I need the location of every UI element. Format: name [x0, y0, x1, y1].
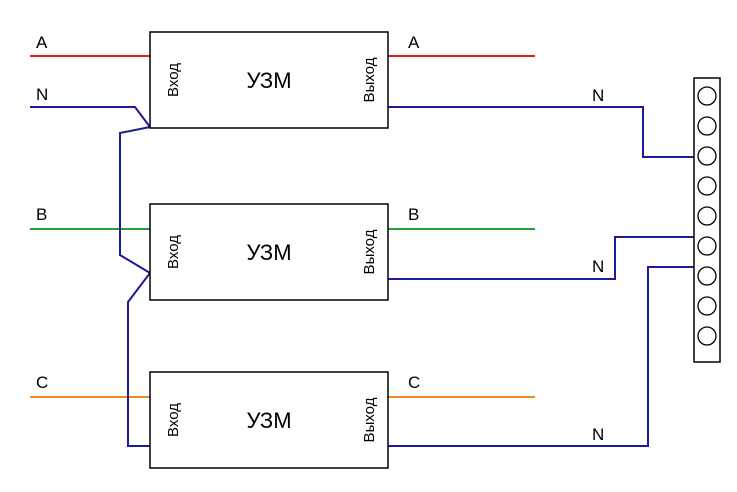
busbar-terminal-4 [697, 176, 717, 196]
device-1-title: УЗМ [246, 68, 291, 93]
phase-c-output-label: C [408, 373, 420, 392]
device-1: УЗМ Вход Выход [149, 31, 389, 129]
device-2-output-label: Выход [361, 229, 378, 274]
busbar-terminal-8 [697, 296, 717, 316]
neutral-output-wire-3 [388, 266, 694, 447]
device-2-title: УЗМ [246, 240, 291, 265]
busbar-terminal-7 [697, 266, 717, 286]
busbar-terminal-9 [697, 326, 717, 346]
busbar-terminal-3 [697, 146, 717, 166]
device-2: УЗМ Вход Выход [149, 203, 389, 301]
neutral-jumper-1-2 [119, 126, 151, 274]
device-1-output-label: Выход [361, 57, 378, 102]
device-3-input-label: Вход [165, 403, 182, 437]
neutral-input-label: N [36, 85, 48, 104]
neutral-output-wire-2 [388, 236, 694, 280]
device-3-title: УЗМ [246, 408, 291, 433]
phase-a-input-label: A [36, 33, 48, 52]
neutral-output-wire-1 [388, 106, 694, 158]
busbar-terminal-2 [697, 116, 717, 136]
busbar-terminal-6 [697, 236, 717, 256]
device-1-input-label: Вход [165, 63, 182, 97]
neutral-output-label-2: N [592, 257, 604, 276]
phase-c-input-label: C [36, 373, 48, 392]
phase-b-output-label: B [408, 205, 419, 224]
device-2-input-label: Вход [165, 235, 182, 269]
phase-a-output-label: A [408, 33, 420, 52]
busbar-terminal-5 [697, 206, 717, 226]
phase-b-input-label: B [36, 205, 47, 224]
neutral-busbar [693, 77, 721, 363]
neutral-jumper-2-3 [127, 272, 151, 447]
busbar-terminal-1 [697, 86, 717, 106]
device-3: УЗМ Вход Выход [149, 371, 389, 469]
device-3-output-label: Выход [361, 397, 378, 442]
neutral-input-wire [30, 106, 151, 128]
neutral-output-label-1: N [592, 86, 604, 105]
neutral-output-label-3: N [592, 425, 604, 444]
